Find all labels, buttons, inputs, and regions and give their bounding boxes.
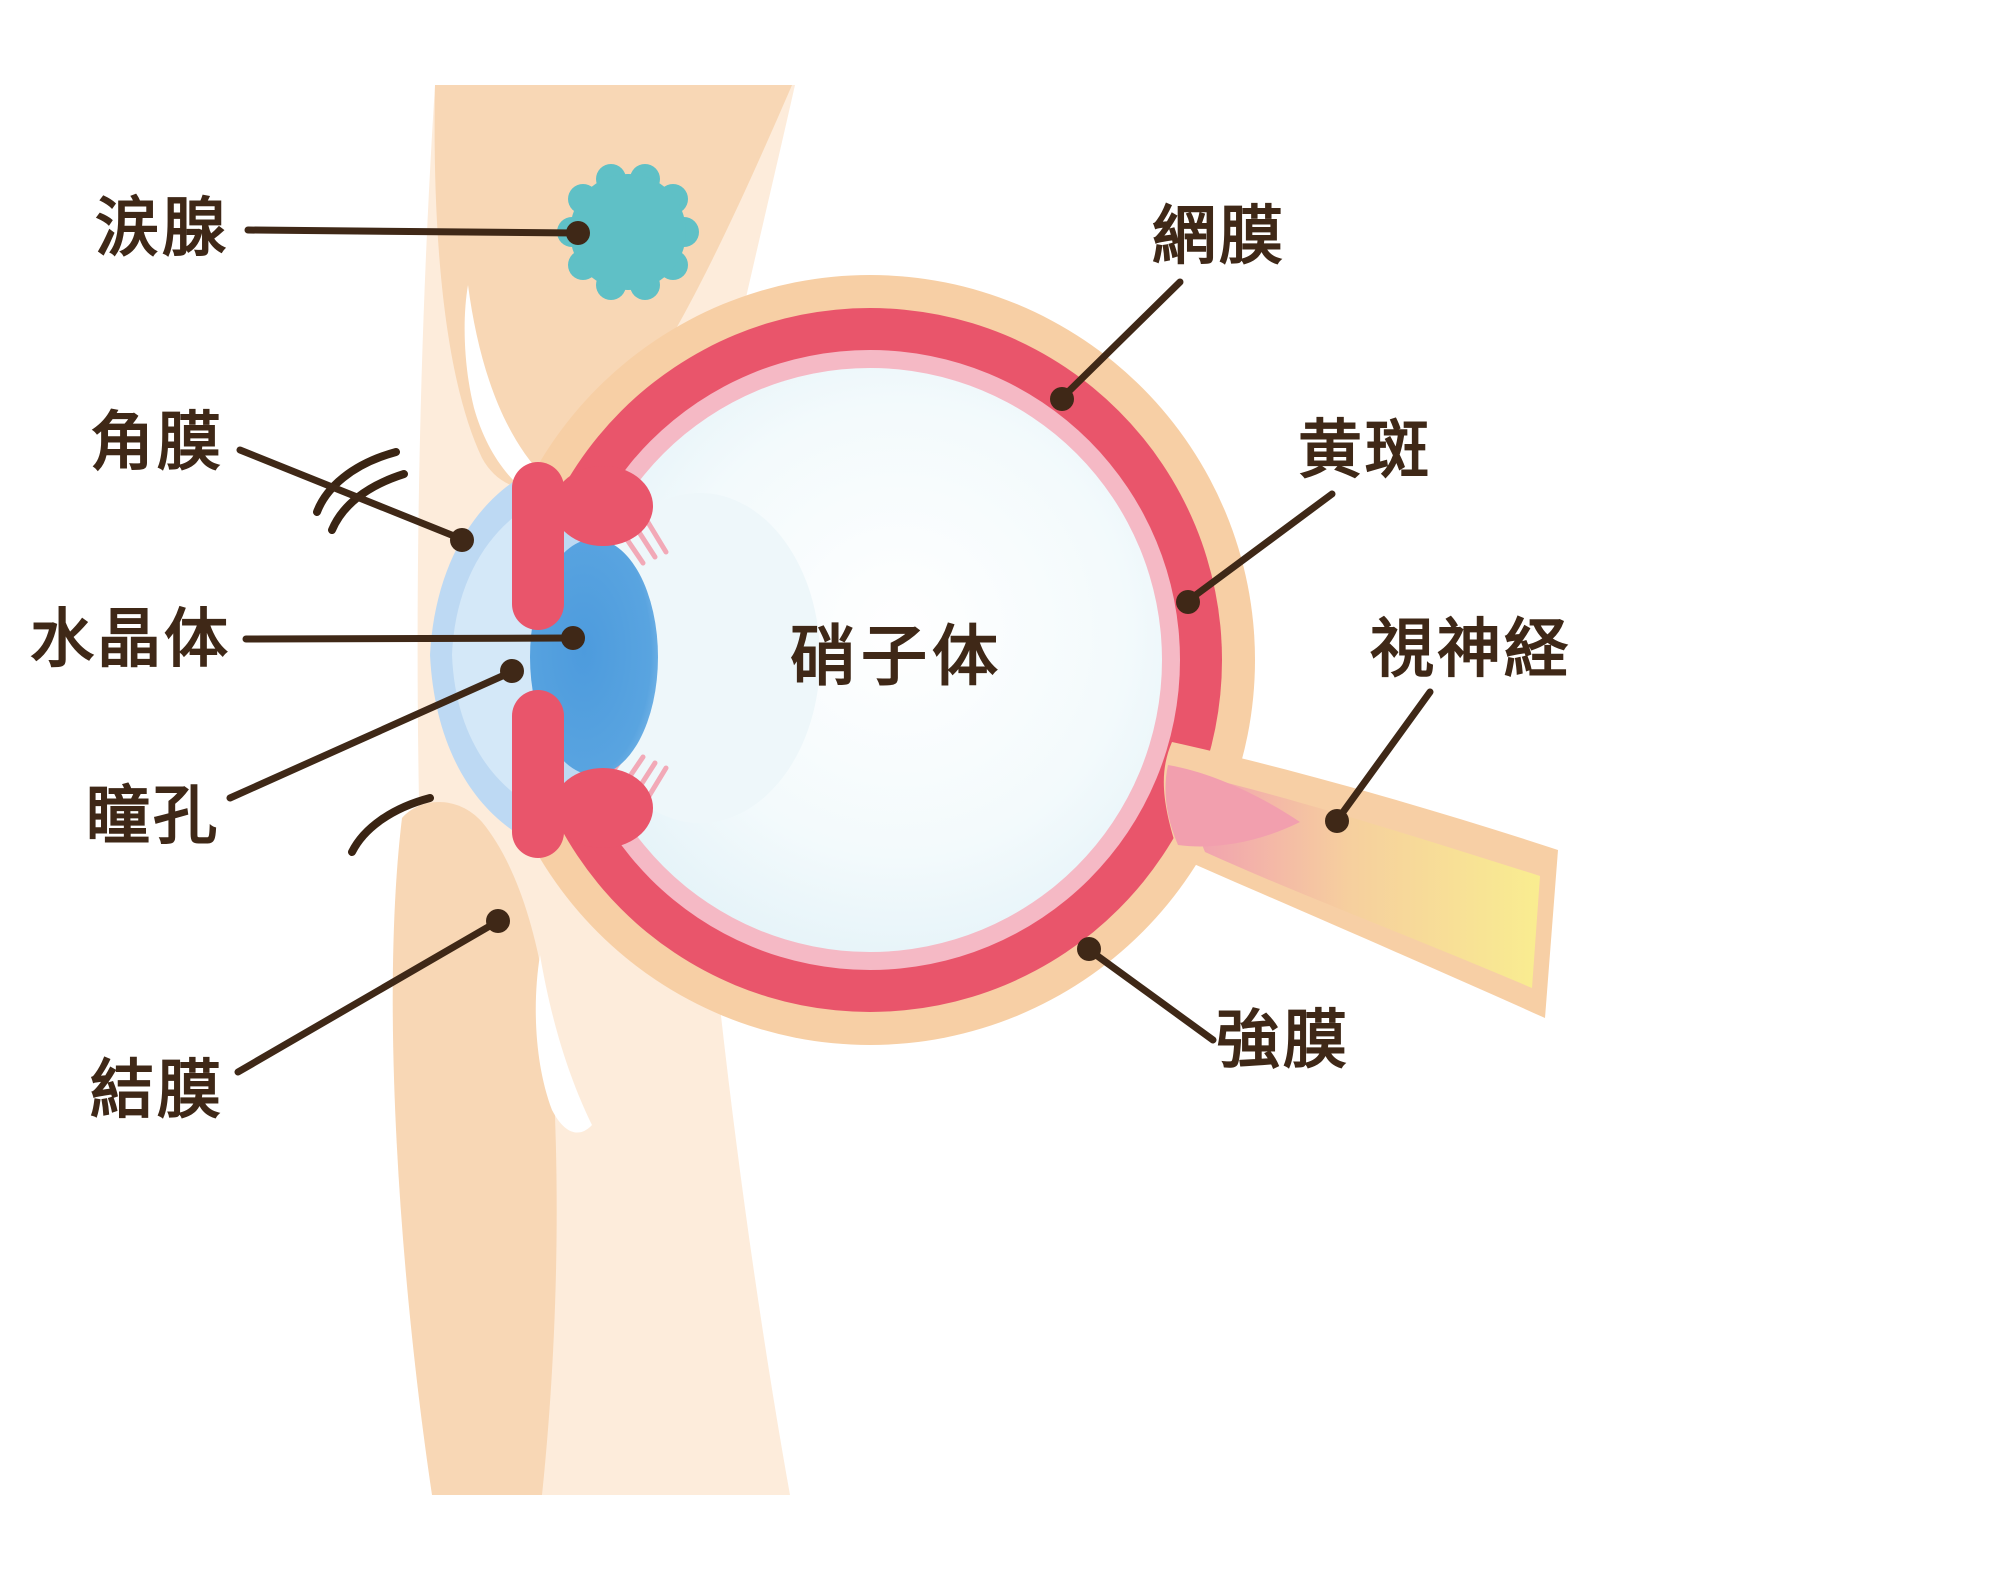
- anterior-segment: [430, 462, 669, 858]
- label-pupil: 瞳孔: [86, 780, 220, 854]
- iris-upper: [512, 462, 564, 630]
- leader-dot-optic-nerve: [1325, 809, 1349, 833]
- label-cornea: 角膜: [90, 406, 224, 480]
- ciliary-body-top: [553, 466, 653, 546]
- optic-disc: [1165, 765, 1300, 847]
- leader-line-pupil: [226, 669, 513, 802]
- leader-line-cornea: [236, 446, 463, 542]
- leader-line-optic-nerve: [1334, 688, 1434, 823]
- lower-eyelid: [392, 801, 557, 1495]
- leader-dot-sclera: [1077, 937, 1101, 961]
- leader-line-retina: [1059, 278, 1184, 401]
- label-optic-nerve: 視神経: [1370, 613, 1571, 687]
- leader-dot-cornea: [450, 528, 474, 552]
- ciliary-body-bottom: [553, 768, 653, 848]
- leader-dot-retina: [1050, 387, 1074, 411]
- eyeball: [485, 275, 1255, 1045]
- label-lens: 水晶体: [30, 603, 231, 677]
- leader-dot-lens: [561, 626, 585, 650]
- label-macula: 黄斑: [1298, 414, 1432, 488]
- leader-dot-macula: [1176, 590, 1200, 614]
- leader-line-macula: [1185, 490, 1336, 604]
- lacrimal-gland: [557, 164, 699, 300]
- optic-nerve: [1163, 742, 1558, 1018]
- leader-line-lens: [242, 634, 574, 643]
- leader-line-sclera: [1088, 948, 1217, 1044]
- leader-dot-lacrimal-gland: [566, 221, 590, 245]
- label-retina: 網膜: [1152, 200, 1286, 274]
- label-sclera: 強膜: [1216, 1004, 1350, 1078]
- label-conjunctiva: 結膜: [90, 1054, 224, 1128]
- label-vitreous-body: 硝子体: [790, 618, 1003, 695]
- leader-dot-pupil: [500, 659, 524, 683]
- label-lacrimal-gland: 涙腺: [95, 192, 229, 266]
- leader-line-conjunctiva: [234, 919, 499, 1076]
- iris-lower: [512, 690, 564, 858]
- leader-dots: [450, 221, 1349, 961]
- lower-eye-white: [535, 955, 592, 1133]
- eyelashes: [313, 448, 434, 856]
- leader-line-lacrimal-gland: [244, 226, 580, 237]
- leader-lines: [226, 226, 1434, 1076]
- leader-dot-conjunctiva: [486, 909, 510, 933]
